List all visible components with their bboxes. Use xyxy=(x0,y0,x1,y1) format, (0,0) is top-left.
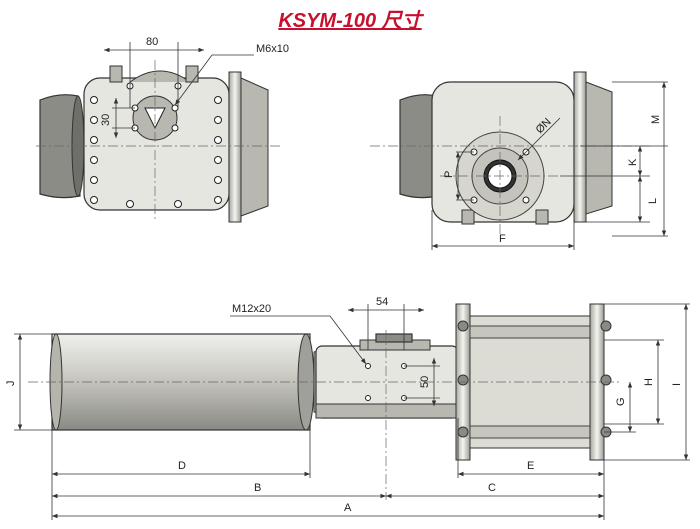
top-left-bolt-holes xyxy=(90,82,222,208)
top-left-boss xyxy=(129,70,191,83)
top-left-flange xyxy=(228,71,242,223)
m6x10-label: M6x10 xyxy=(256,43,289,55)
top-right-view: ØN M K L P F xyxy=(370,71,668,250)
top-right-housing xyxy=(585,81,613,215)
dim-80-label: 80 xyxy=(146,36,158,48)
m-label: M xyxy=(650,115,662,124)
c-label: C xyxy=(488,482,496,494)
actuator-tie-rod-nuts xyxy=(457,320,612,438)
top-left-bolt-head xyxy=(185,65,199,83)
i-label: I xyxy=(671,383,683,386)
top-right-foot xyxy=(535,209,549,225)
f-label: F xyxy=(499,233,506,245)
actuator-rib-top xyxy=(469,325,601,339)
e-label: E xyxy=(527,460,534,472)
dim-50-label: 50 xyxy=(419,376,431,388)
drawing-title: KSYM-100 尺寸 xyxy=(278,10,422,32)
j-label: J xyxy=(5,381,17,387)
l-label: L xyxy=(647,198,659,204)
gearbox-top-boss xyxy=(375,333,413,343)
d-label: D xyxy=(178,460,186,472)
m6-leader xyxy=(174,54,213,106)
g-label: G xyxy=(615,397,627,406)
m12x20-label: M12x20 xyxy=(232,303,271,315)
p-label: P xyxy=(443,171,455,178)
dim-30-label: 30 xyxy=(100,114,112,126)
top-right-foot xyxy=(461,209,475,225)
bottom-view: M12x20 54 50 J H G I D E xyxy=(5,296,690,520)
b-label: B xyxy=(254,482,261,494)
a-label: A xyxy=(344,502,352,514)
gearbox-base xyxy=(315,403,459,419)
top-left-view: 80 30 M6x10 xyxy=(36,36,289,223)
k-label: K xyxy=(627,158,639,166)
top-left-bolt-head xyxy=(109,65,123,83)
actuator-rib-bottom xyxy=(469,425,601,439)
m12-leader xyxy=(329,315,367,365)
h-label: H xyxy=(643,378,655,386)
top-left-housing xyxy=(240,77,269,217)
top-right-flange xyxy=(573,71,587,223)
dim-54-label: 54 xyxy=(376,296,388,308)
dn-leader xyxy=(517,117,561,161)
